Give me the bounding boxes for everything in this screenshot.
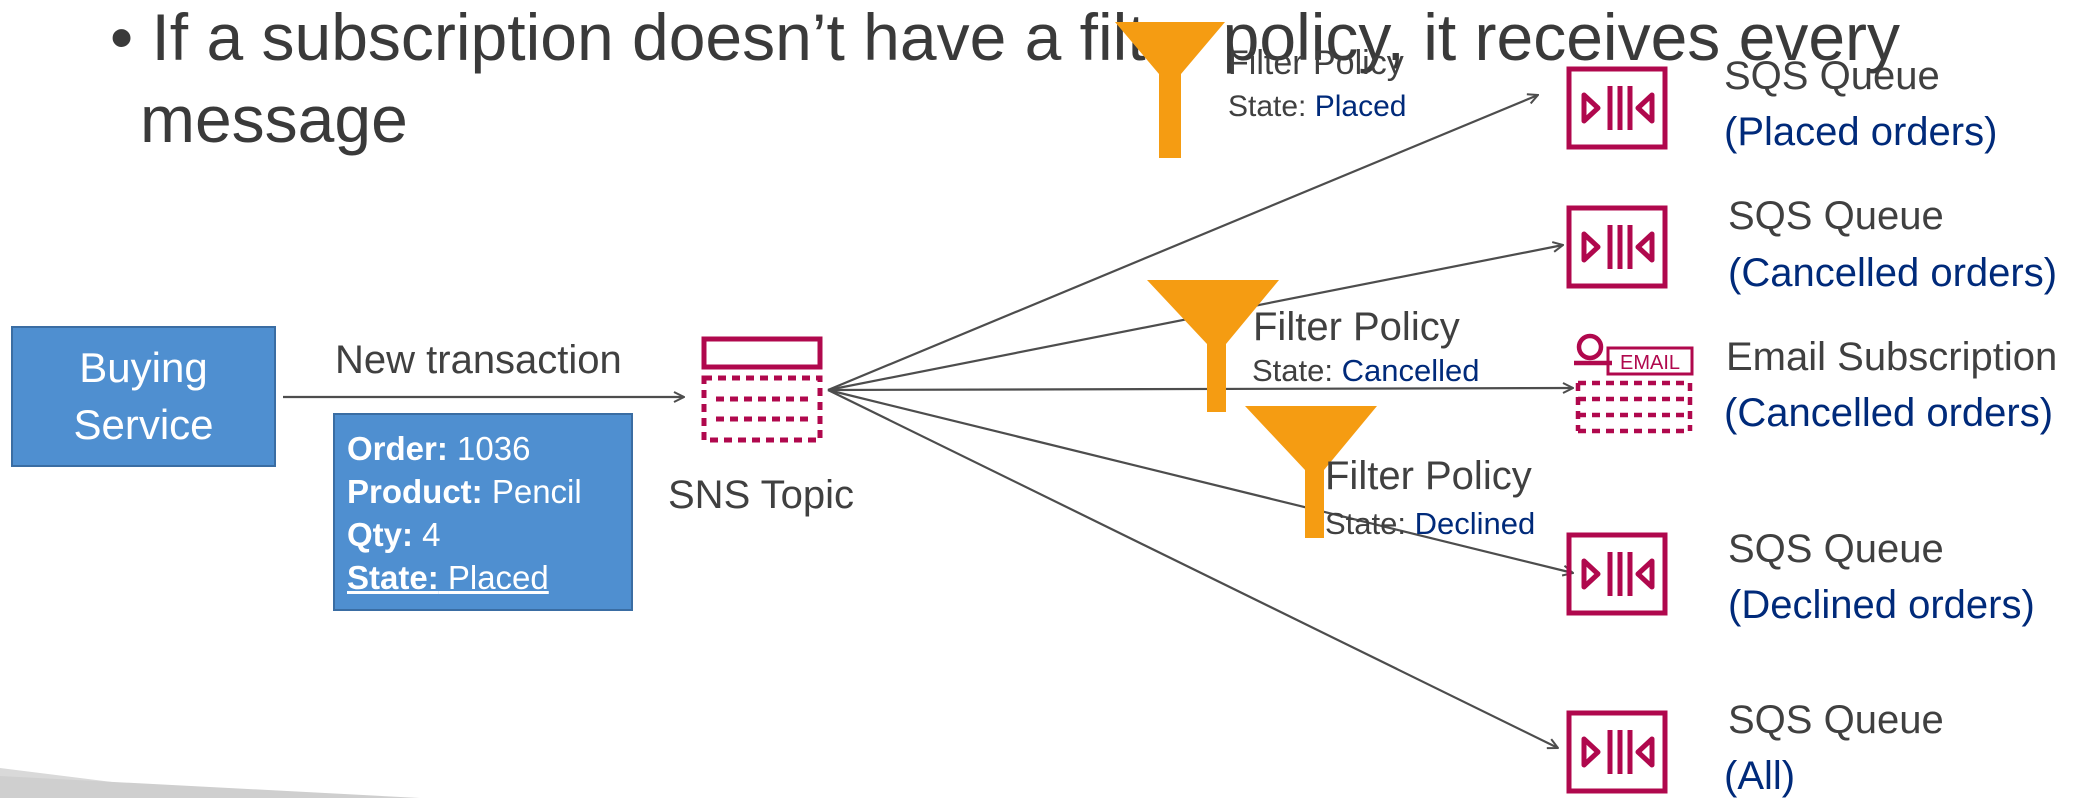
state-key: State:	[347, 559, 439, 596]
filter-policy-title: Filter Policy	[1325, 454, 1532, 498]
filter-state-prefix: State:	[1228, 90, 1315, 123]
funnel-icon	[1147, 280, 1279, 412]
filter-policy-state: State: Cancelled	[1252, 355, 1479, 386]
subscriber-subtitle: (Declined orders)	[1728, 583, 2035, 627]
filter-state-value: Declined	[1414, 506, 1536, 541]
sqs-queue-icon	[1566, 205, 1668, 289]
email-icon: EMAIL	[1574, 333, 1694, 434]
buying-service-label-line-1: Buying	[79, 343, 208, 391]
sns-topic-label: SNS Topic	[668, 473, 855, 517]
subscriber-subtitle: (Cancelled orders)	[1724, 391, 2054, 435]
state-value: Placed	[438, 559, 549, 596]
filter-state-prefix: State:	[1252, 353, 1342, 388]
buying-service-box: Buying Service	[11, 326, 276, 467]
filter-state-value: Placed	[1314, 90, 1407, 123]
filter-policy-title: Filter Policy	[1228, 44, 1404, 82]
subscriber-subtitle: (Cancelled orders)	[1728, 251, 2058, 295]
message-qty-row: Qty: 4	[347, 513, 631, 556]
subscriber-title: SQS Queue	[1728, 527, 1944, 571]
product-value: Pencil	[482, 473, 582, 510]
arrow-topic-to-email	[827, 388, 1573, 390]
arrow-topic-to-declined-queue	[827, 388, 1573, 573]
order-key: Order:	[347, 430, 448, 467]
order-value: 1036	[447, 430, 531, 467]
sqs-queue-icon	[1566, 710, 1668, 794]
new-transaction-label: New transaction	[335, 338, 622, 382]
arrow-topic-to-all-queue	[827, 389, 1558, 748]
subscriber-title: SQS Queue	[1728, 194, 1944, 238]
subscriber-title: Email Subscription	[1726, 335, 2058, 379]
bullet-text-line-1: • If a subscription doesn’t have a filte…	[110, 0, 1901, 74]
message-state-row: State: Placed	[347, 556, 631, 599]
product-key: Product:	[347, 473, 483, 510]
subscriber-subtitle: (Placed orders)	[1724, 110, 1998, 154]
qty-key: Qty:	[347, 516, 413, 553]
qty-value: 4	[413, 516, 441, 553]
subscriber-title: SQS Queue	[1724, 54, 1940, 98]
filter-state-prefix: State:	[1325, 506, 1415, 541]
funnel-icon	[1115, 22, 1225, 158]
sqs-queue-icon	[1566, 532, 1668, 616]
message-attributes-box: Order: 1036 Product: Pencil Qty: 4 State…	[333, 413, 633, 611]
arrow-topic-to-placed-queue	[827, 95, 1538, 392]
filter-policy-state: State: Placed	[1228, 92, 1406, 122]
sqs-queue-icon	[1566, 66, 1668, 150]
email-badge-text: EMAIL	[1620, 352, 1680, 374]
subscriber-title: SQS Queue	[1728, 698, 1944, 742]
subscriber-subtitle: (All)	[1724, 754, 1796, 798]
bullet-text-line-2: message	[140, 82, 408, 156]
sns-topic-icon	[701, 336, 823, 443]
message-order-row: Order: 1036	[347, 427, 631, 470]
message-product-row: Product: Pencil	[347, 470, 631, 513]
funnel-icon	[1245, 406, 1377, 538]
filter-state-value: Cancelled	[1341, 353, 1480, 388]
filter-policy-title: Filter Policy	[1253, 305, 1460, 349]
buying-service-label-line-2: Service	[73, 400, 214, 448]
filter-policy-state: State: Declined	[1325, 508, 1535, 539]
